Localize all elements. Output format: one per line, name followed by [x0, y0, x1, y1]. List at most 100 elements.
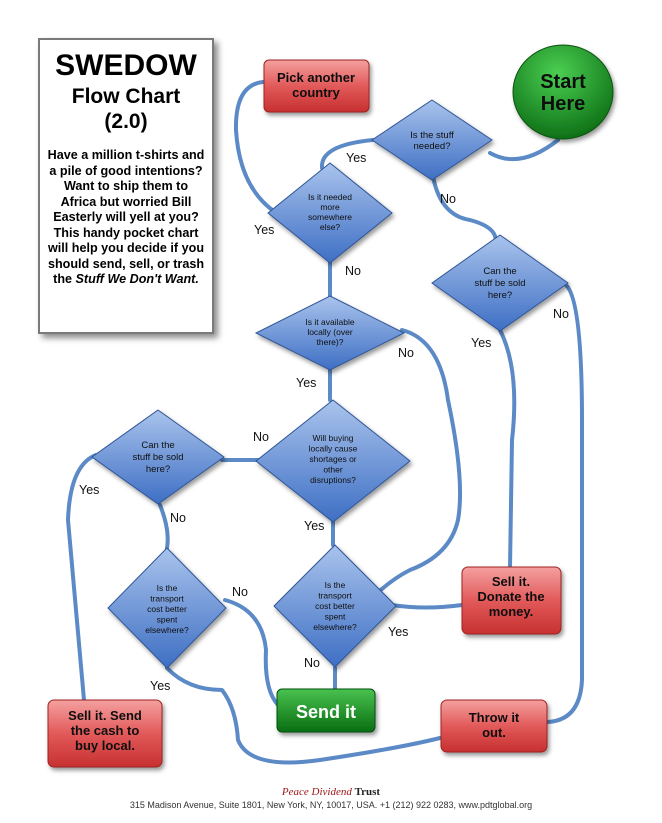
info-title: SWEDOW: [55, 49, 197, 82]
text-line: Is the stuff: [410, 130, 454, 141]
text-line: buy local.: [75, 738, 135, 753]
send-it-box[interactable]: Send it: [276, 688, 376, 733]
text-line: transport: [318, 591, 352, 601]
info-description-main: Have a million t-shirts and a pile of go…: [47, 148, 205, 286]
line-needed-yes: [319, 138, 375, 170]
line-sold-left-yes: [66, 453, 98, 702]
line-trans-mid-yes: [390, 603, 464, 610]
connectors: [66, 80, 584, 765]
line-start-needed: [488, 138, 560, 162]
text-line: Throw it: [469, 710, 520, 725]
text-line: stuff be sold: [132, 452, 183, 463]
text-line: Can the: [141, 440, 174, 451]
text-line: Send it: [296, 702, 356, 722]
label-no-short: No: [253, 430, 269, 444]
text-line: Donate the: [477, 589, 544, 604]
text-line: locally (over: [307, 327, 353, 337]
text-line: Is the: [157, 583, 178, 593]
text-line: else?: [320, 222, 341, 232]
line-sold-right-yes: [498, 328, 517, 570]
branch-labels: Yes No Yes No Yes No No Yes No Yes Yes N…: [79, 151, 569, 693]
line-needed-no: [430, 168, 498, 247]
label-no-sold-right: No: [553, 307, 569, 321]
line-sold-right-no: [543, 283, 584, 724]
text-line: here?: [146, 464, 170, 475]
line-trans-left-yes: [165, 666, 442, 765]
text-line: other: [323, 465, 343, 475]
text-line: Is it available: [305, 317, 354, 327]
label-yes-needed: Yes: [346, 151, 366, 165]
line-sold-left-no: [158, 503, 170, 550]
label-yes-trans-left: Yes: [150, 679, 170, 693]
text-line: Sell it.: [492, 574, 530, 589]
text-line: Is it needed: [308, 192, 352, 202]
text-line: transport: [150, 594, 184, 604]
footer-org: Peace Dividend Trust: [0, 786, 662, 798]
text-line: more: [320, 202, 340, 212]
info-description: Have a million t-shirts and a pile of go…: [46, 148, 206, 288]
text-line: elsewhere?: [313, 622, 357, 632]
text-line: spent: [157, 615, 178, 625]
line-trans-left-no: [223, 598, 280, 707]
text-line: Pick another: [277, 70, 355, 85]
text-line: the cash to: [71, 723, 140, 738]
footer-org-italic: Peace Dividend: [281, 786, 352, 798]
text-line: out.: [482, 725, 506, 740]
label-yes-sold-left: Yes: [79, 483, 99, 497]
text-line: cost better: [147, 604, 187, 614]
text-line: locally cause: [309, 444, 358, 454]
send-it-label: Send it: [296, 702, 356, 722]
text-line: somewhere: [308, 212, 352, 222]
label-yes-sold-right: Yes: [471, 336, 491, 350]
label-no-trans-mid: No: [304, 656, 320, 670]
text-line: shortages or: [309, 454, 356, 464]
label-yes-short: Yes: [304, 519, 324, 533]
line-else-yes-pick: [233, 80, 287, 220]
text-line: money.: [489, 604, 534, 619]
text-line: Is the: [325, 580, 346, 590]
label-yes-else: Yes: [254, 223, 274, 237]
label-no-avail: No: [398, 346, 414, 360]
text-line: needed?: [414, 141, 451, 152]
footer: Peace Dividend Trust 315 Madison Avenue,…: [0, 786, 662, 810]
text-line: country: [292, 85, 340, 100]
info-box: SWEDOW Flow Chart (2.0) Have a million t…: [38, 38, 214, 334]
text-line: here?: [488, 290, 512, 301]
label-no-trans-left: No: [232, 585, 248, 599]
label-no-else: No: [345, 264, 361, 278]
info-subtitle-line2: (2.0): [104, 110, 148, 133]
text-line: spent: [325, 612, 346, 622]
text-line: cost better: [315, 601, 355, 611]
footer-org-bold: Trust: [354, 786, 381, 798]
text-line: Start: [540, 71, 586, 93]
label-yes-trans-mid: Yes: [388, 625, 408, 639]
text-line: there)?: [317, 337, 344, 347]
